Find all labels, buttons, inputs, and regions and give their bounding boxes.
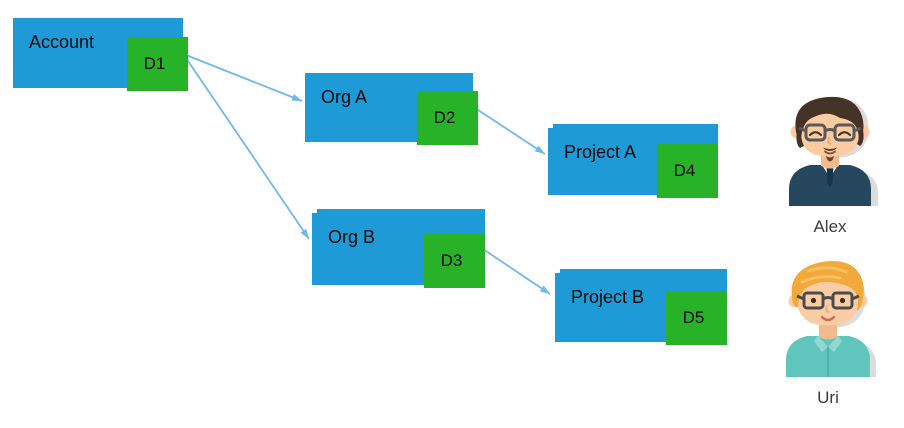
node-org-b-label: Org B (328, 227, 376, 247)
node-project-b-badge-label: D5 (682, 308, 705, 327)
node-org-b: Org B D3 (312, 209, 485, 288)
person-alex-name: Alex (813, 217, 847, 236)
node-account-badge: D1 (127, 37, 188, 91)
person-alex: Alex (782, 92, 878, 237)
arrow-org-a-to-project-a (474, 107, 546, 155)
male-avatar-blond-hair-glasses-icon (786, 261, 876, 381)
person-uri-name: Uri (817, 388, 839, 407)
node-org-a-label: Org A (321, 87, 368, 107)
node-project-b-badge: D5 (666, 291, 727, 345)
node-account: Account D1 (13, 18, 188, 91)
node-project-b: Project B D5 (555, 269, 727, 345)
node-org-b-badge-label: D3 (440, 251, 463, 270)
male-avatar-dark-hair-glasses-icon (789, 96, 878, 210)
node-org-a-badge: D2 (417, 91, 478, 145)
node-org-a: Org A D2 (305, 73, 478, 145)
node-org-a-badge-label: D2 (433, 108, 456, 127)
node-account-badge-label: D1 (143, 54, 166, 73)
node-project-a-badge: D4 (657, 144, 718, 198)
arrow-org-b-to-project-b (482, 248, 551, 295)
arrow-account-to-org-a (185, 54, 303, 102)
node-project-a-badge-label: D4 (673, 161, 696, 180)
node-project-a: Project A D4 (548, 124, 718, 198)
person-uri: Uri (780, 255, 876, 408)
arrow-account-to-org-b (185, 57, 310, 240)
node-account-label: Account (29, 32, 95, 52)
node-project-a-label: Project A (564, 142, 637, 162)
node-org-b-badge: D3 (424, 234, 485, 288)
node-project-b-label: Project B (571, 287, 645, 307)
